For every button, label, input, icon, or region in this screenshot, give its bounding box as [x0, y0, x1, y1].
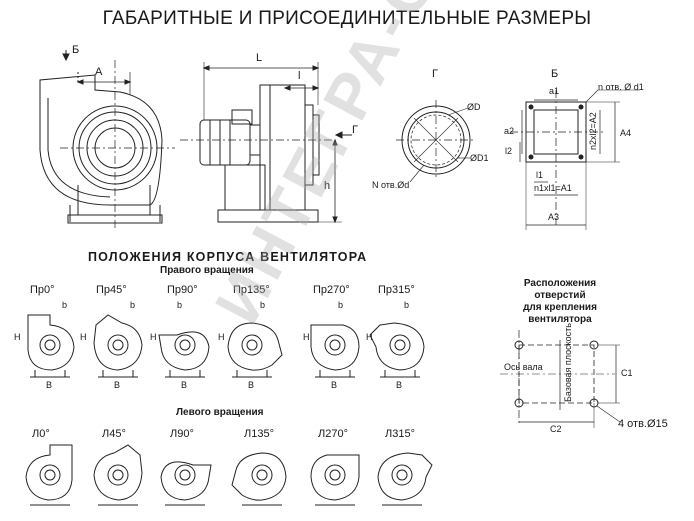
dim-b-label: b	[130, 300, 136, 310]
position-label-pr315: Пр315°	[378, 284, 415, 296]
round-flange-view	[396, 100, 476, 182]
dim-l1-label: l1	[536, 170, 544, 180]
dim-c1-label: C1	[621, 368, 633, 378]
arrow-label-g: Г	[352, 124, 358, 136]
mounting-title-line: для крепления	[523, 302, 597, 313]
dim-H-label: H	[80, 332, 87, 342]
right-rotation-diagrams	[28, 315, 424, 377]
mounting-title-line: Расположения	[523, 278, 597, 289]
fan-side-view	[180, 62, 352, 222]
dim-c2-label: C2	[550, 424, 562, 434]
mounting-title: Расположения отверстий для крепления вен…	[500, 278, 620, 326]
dim-B-label: B	[46, 380, 53, 390]
dim-H-label: H	[366, 332, 373, 342]
position-label-pr135: Пр135°	[233, 284, 270, 296]
dim-B-label: B	[114, 380, 121, 390]
round-holes-label: N отв.Ød	[372, 180, 410, 190]
dim-B-label: B	[248, 380, 255, 390]
position-label-l270: Л270°	[318, 428, 348, 440]
dim-l-label: l	[298, 70, 301, 82]
dim-B-label: B	[396, 380, 403, 390]
dim-b-label: b	[338, 300, 344, 310]
dim-l2-label: l2	[505, 146, 513, 156]
dia-d-label: ØD	[467, 102, 481, 112]
mounting-holes-diagram	[500, 330, 620, 428]
dim-H-label: H	[14, 332, 21, 342]
dim-b-label: b	[177, 300, 183, 310]
left-rotation-diagrams	[26, 445, 432, 505]
position-label-l315: Л315°	[385, 428, 415, 440]
dim-A1-label: n1xl1=A1	[534, 183, 572, 193]
dim-L-label: L	[256, 52, 263, 64]
dim-a1-label: a1	[549, 86, 560, 96]
dim-A3-label: A3	[548, 212, 560, 222]
mounting-title-line: вентилятора	[528, 314, 592, 325]
position-label-pr270: Пр270°	[313, 284, 350, 296]
dia-d1-label: ØD1	[470, 153, 489, 163]
fan-front-view	[40, 50, 175, 230]
dim-H-label: H	[218, 332, 225, 342]
arrow-label-b: Б	[72, 44, 80, 56]
dim-b-label: b	[260, 300, 266, 310]
base-plane-label: Базовая плоскость	[563, 323, 573, 402]
dim-H-label: H	[150, 332, 157, 342]
dim-a2-label: a2	[504, 126, 515, 136]
dim-b-label: b	[62, 300, 68, 310]
mounting-holes-label: 4 отв.Ø15	[618, 418, 668, 430]
square-holes-label: n отв. Ø d1	[598, 82, 644, 92]
dim-A2-label: n2xl2=A2	[588, 112, 598, 150]
left-rotation-heading: Левого вращения	[176, 407, 264, 418]
square-flange-view	[510, 90, 640, 230]
round-flange-title: Г	[432, 68, 438, 80]
dim-a-label: A	[95, 66, 103, 78]
page-title: ГАБАРИТНЫЕ И ПРИСОЕДИНИТЕЛЬНЫЕ РАЗМЕРЫ	[102, 8, 592, 29]
position-label-pr45: Пр45°	[96, 284, 127, 296]
positions-heading: ПОЛОЖЕНИЯ КОРПУСА ВЕНТИЛЯТОРА	[88, 250, 368, 264]
dim-B-label: B	[181, 380, 188, 390]
dim-h-label: h	[324, 180, 331, 192]
position-label-l90: Л90°	[170, 428, 194, 440]
dim-b-label: b	[404, 300, 410, 310]
position-label-pr90: Пр90°	[167, 284, 198, 296]
position-label-pr0: Пр0°	[30, 284, 55, 296]
shaft-axis-label: Ось вала	[504, 362, 543, 372]
position-label-l45: Л45°	[102, 428, 126, 440]
dim-B-label: B	[331, 380, 338, 390]
dim-A4-label: A4	[620, 128, 632, 138]
right-rotation-heading: Правого вращения	[160, 265, 254, 276]
dim-H-label: H	[303, 332, 310, 342]
position-label-l135: Л135°	[244, 428, 274, 440]
mounting-title-line: отверстий	[534, 290, 586, 301]
position-label-l0: Л0°	[32, 428, 50, 440]
square-flange-title: Б	[551, 68, 559, 80]
